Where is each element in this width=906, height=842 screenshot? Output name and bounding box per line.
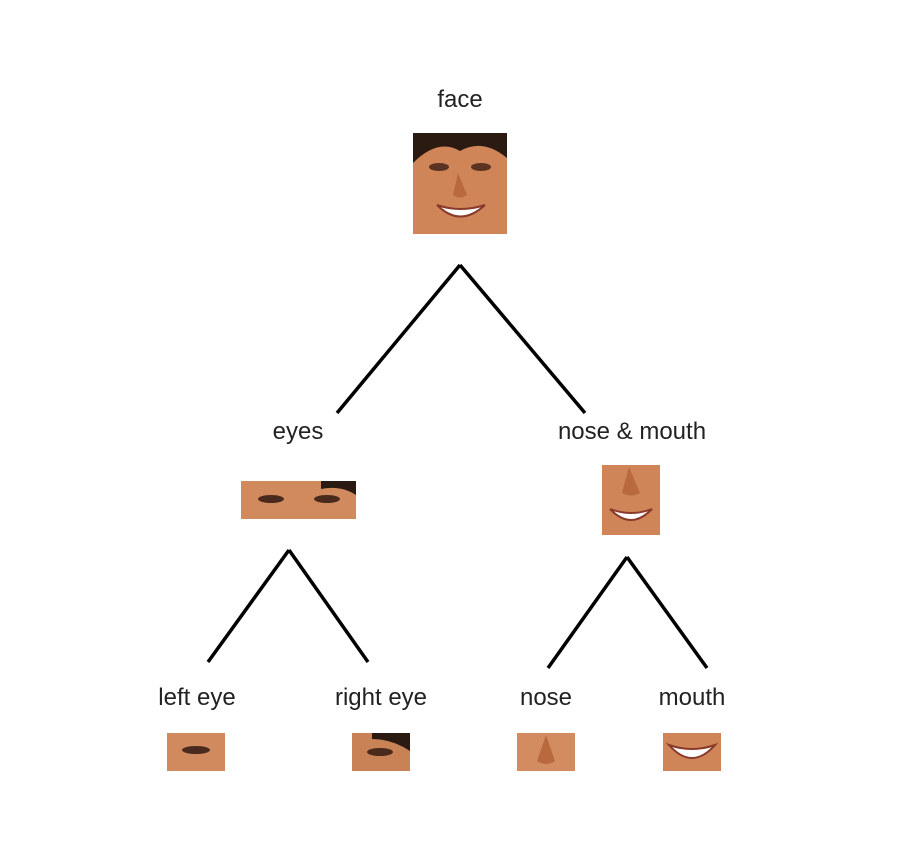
left-eye-label: left eye xyxy=(158,684,236,711)
edge-nosemouth-nose xyxy=(546,555,629,670)
right-eye-image xyxy=(352,733,410,771)
nose-label: nose xyxy=(519,684,573,711)
mouth-label: mouth xyxy=(658,684,726,711)
nose-mouth-image xyxy=(602,465,660,535)
eyes-image xyxy=(241,481,356,519)
eyes-label: eyes xyxy=(272,418,324,445)
face-label: face xyxy=(437,86,483,113)
face-image xyxy=(413,133,507,234)
left-eye-image xyxy=(167,733,225,771)
nose-image xyxy=(517,733,575,771)
edge-face-nose-mouth xyxy=(458,263,587,415)
right-eye-label: right eye xyxy=(334,684,428,711)
edge-face-eyes xyxy=(335,263,462,415)
nose-mouth-label: nose & mouth xyxy=(557,418,707,445)
edge-nosemouth-mouth xyxy=(625,555,709,670)
mouth-image xyxy=(663,733,721,771)
edge-eyes-right-eye xyxy=(287,548,370,664)
edge-eyes-left-eye xyxy=(206,548,291,664)
